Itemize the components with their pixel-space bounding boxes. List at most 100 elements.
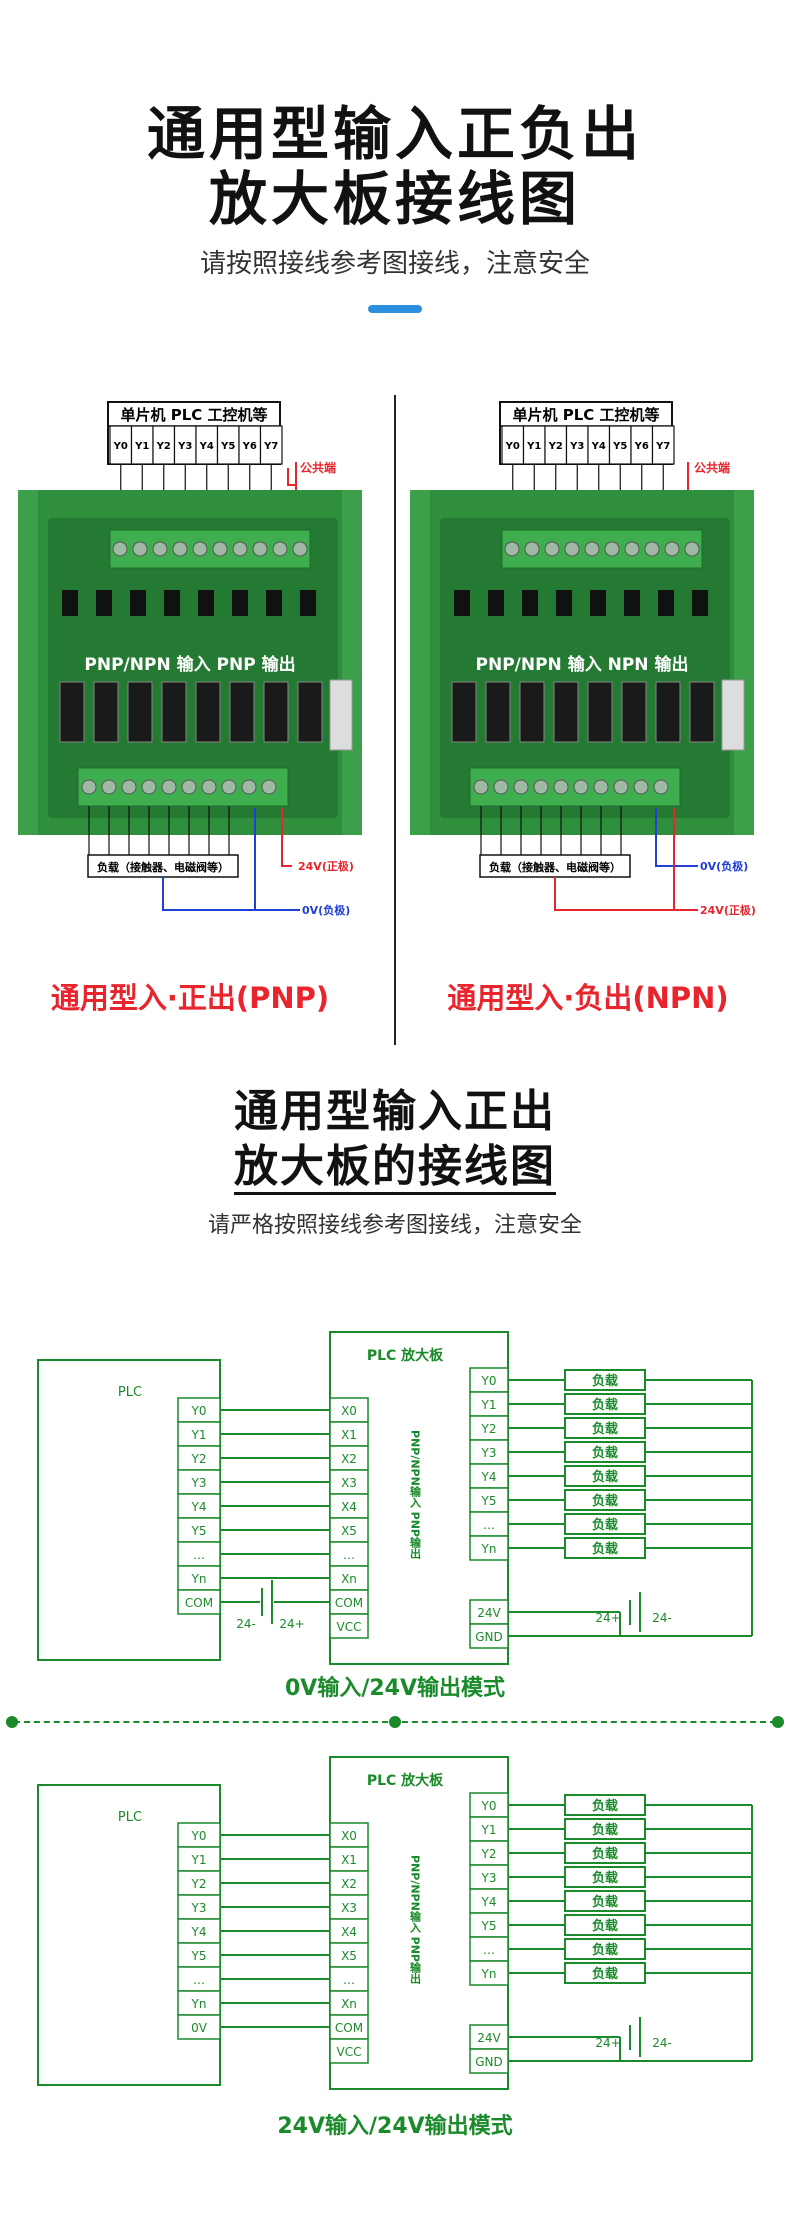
controller-pin-label: Y2: [156, 441, 171, 452]
board-text: PNP/NPN 输入 PNP 输出: [84, 654, 295, 675]
plc-pin: Y5: [191, 1949, 207, 1963]
board-output-pin: Y3: [481, 1871, 497, 1885]
plc-pin: 0V: [191, 2021, 208, 2035]
board-input-pin: X5: [341, 1949, 357, 1963]
load-box: 负载: [592, 1373, 618, 1389]
plc-pin: Y1: [191, 1853, 207, 1867]
board-input-pin: X1: [341, 1853, 357, 1867]
page-title-line2: 放大板接线图: [208, 165, 581, 233]
controller-pin-label: Y7: [655, 441, 670, 452]
page-title-line1: 通用型输入正负出: [146, 100, 643, 168]
load-label: 负载（接触器、电磁阀等）: [97, 860, 229, 874]
common-label: 公共端: [694, 460, 730, 475]
vertical-divider: [394, 395, 396, 1045]
plc-label: PLC: [118, 1385, 142, 1400]
controller-pin-label: Y3: [569, 441, 584, 452]
battery-right-minus: 24-: [652, 1611, 672, 1625]
plc-pin: Y3: [191, 1476, 207, 1490]
plc-label: PLC: [118, 1810, 142, 1825]
power-pin: GND: [475, 1630, 503, 1644]
load-box: 负载: [592, 1493, 618, 1509]
board-input-pin: Xn: [341, 1572, 357, 1586]
board-output-pin: Y0: [481, 1374, 497, 1388]
power-pin: 24V: [477, 1606, 501, 1620]
common-label: 公共端: [300, 460, 336, 475]
minus-label: 0V(负极): [700, 859, 748, 873]
accent-bar: [368, 305, 422, 313]
controller-pin-label: Y2: [548, 441, 563, 452]
power-pin: 24V: [477, 2031, 501, 2045]
plus-label: 24V(正极): [700, 903, 756, 917]
board-output-pin: Y0: [481, 1799, 497, 1813]
plc-pin: …: [193, 1548, 205, 1562]
caption-pnp: 通用型入·正出(PNP): [50, 981, 330, 1015]
plc-pin: Y4: [191, 1925, 207, 1939]
load-box: 负载: [592, 1894, 618, 1910]
board-output-pin: Y2: [481, 1847, 497, 1861]
board-input-pin: VCC: [337, 2045, 362, 2059]
board-output-pin: …: [483, 1518, 495, 1532]
bottom-screws: [81, 779, 277, 795]
board-side-text: PNP/NPN输入 PNP输出: [409, 1430, 422, 1560]
board-output-pin: Y1: [481, 1823, 497, 1837]
board-input-pin: Xn: [341, 1997, 357, 2011]
schematic-1-caption: 0V输入/24V输出模式: [284, 1676, 505, 1701]
load-box: 负载: [592, 1421, 618, 1437]
section2-subtitle: 请严格按照接线参考图接线，注意安全: [207, 1213, 582, 1238]
board-input-pin: X0: [341, 1829, 357, 1843]
top-screws: [112, 541, 308, 557]
caption-npn: 通用型入·负出(NPN): [447, 981, 729, 1015]
load-box: 负载: [592, 1966, 618, 1982]
load-box: 负载: [592, 1445, 618, 1461]
minus-label: 0V(负极): [302, 903, 350, 917]
page-subtitle: 请按照接线参考图接线，注意安全: [199, 249, 590, 279]
controller-label: 单片机 PLC 工控机等: [512, 406, 659, 424]
plc-pin: Yn: [191, 1997, 207, 2011]
load-box: 负载: [592, 1469, 618, 1485]
controller-pin-label: Y6: [242, 441, 257, 452]
battery-right-plus: 24+: [595, 2036, 620, 2050]
controller-pin-label: Y3: [177, 441, 192, 452]
board-output-pin: Y3: [481, 1446, 497, 1460]
board-text: PNP/NPN 输入 NPN 输出: [476, 654, 689, 675]
relays-top-right: [454, 590, 708, 616]
board-input-pin: X5: [341, 1524, 357, 1538]
plc-pin: Y4: [191, 1500, 207, 1514]
board-output-pin: Y5: [481, 1919, 497, 1933]
board-input-pin: X3: [341, 1901, 357, 1915]
load-box: 负载: [592, 1870, 618, 1886]
battery-right-plus: 24+: [595, 1611, 620, 1625]
board-input-pin: COM: [335, 2021, 363, 2035]
load-box: 负载: [592, 1397, 618, 1413]
board-input-pin: X0: [341, 1404, 357, 1418]
board-output-pin: Y5: [481, 1494, 497, 1508]
controller-pin-label: Y1: [526, 441, 541, 452]
plc-pin: Y1: [191, 1428, 207, 1442]
load-box: 负载: [592, 1798, 618, 1814]
bottom-screws-right: [473, 779, 669, 795]
plc-pin: COM: [185, 1596, 213, 1610]
plc-pin: Y3: [191, 1901, 207, 1915]
battery-left-plus: 24+: [279, 1617, 304, 1631]
controller-pin-label: Y5: [220, 441, 235, 452]
controller-pin-label: Y0: [505, 441, 520, 452]
board-output-pin: Y4: [481, 1470, 497, 1484]
plc-pin: Y2: [191, 1877, 207, 1891]
plc-pin: Yn: [191, 1572, 207, 1586]
board-title: PLC 放大板: [367, 1347, 444, 1364]
board-input-pin: COM: [335, 1596, 363, 1610]
relays-top: [62, 590, 316, 616]
load-box: 负载: [592, 1846, 618, 1862]
controller-pin-label: Y6: [634, 441, 649, 452]
load-box: 负载: [592, 1517, 618, 1533]
load-box: 负载: [592, 1822, 618, 1838]
battery-left-minus: 24-: [236, 1617, 256, 1631]
plc-pin: Y2: [191, 1452, 207, 1466]
plc-pin: …: [193, 1973, 205, 1987]
